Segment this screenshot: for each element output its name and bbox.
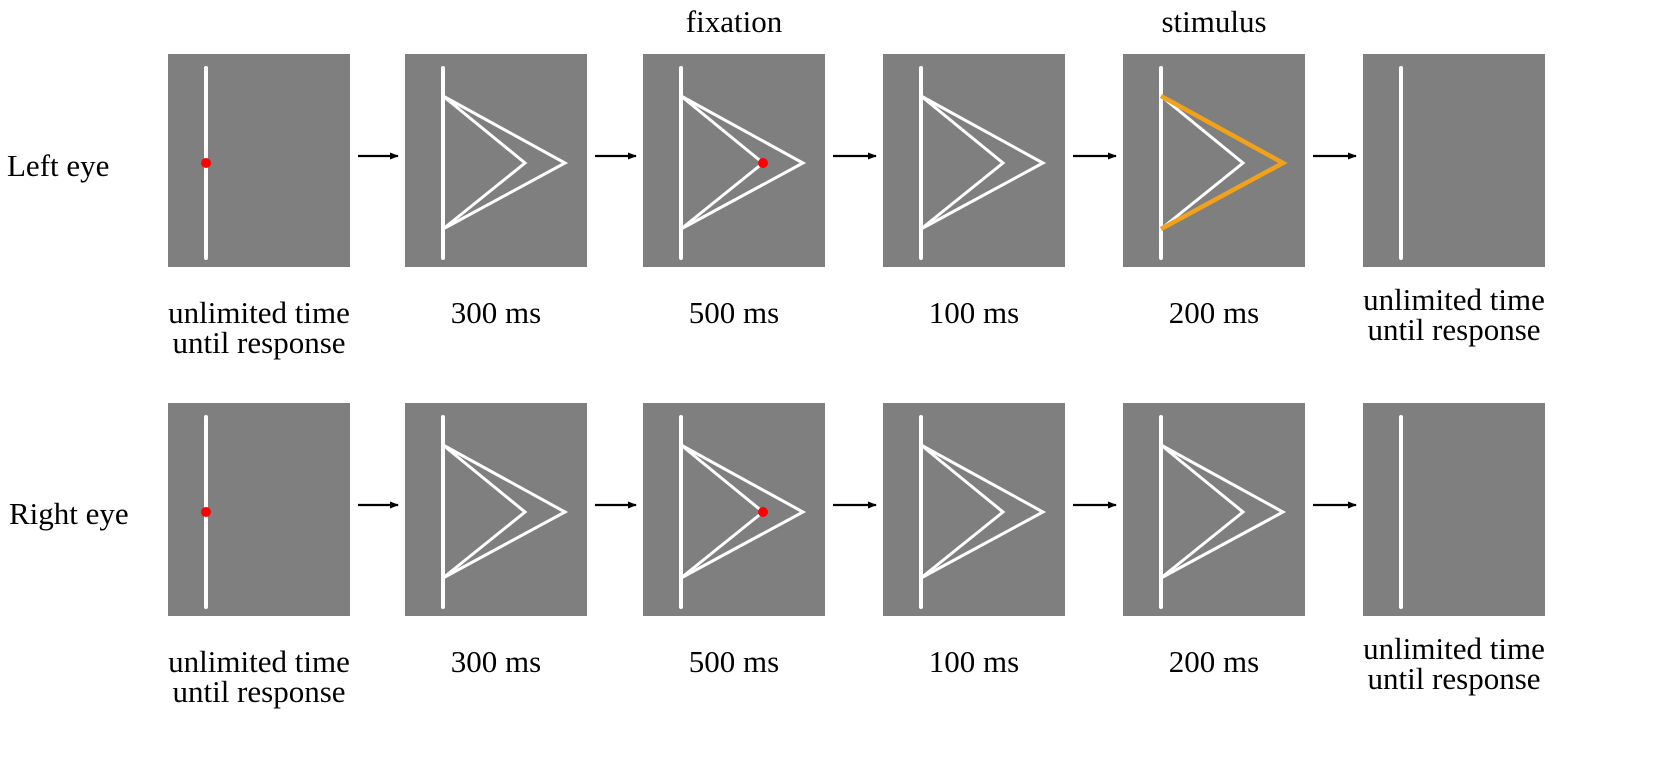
outer-chevron: [442, 443, 569, 580]
duration-line: unlimited time: [1363, 282, 1545, 317]
highlighted-outer-chevron: [1159, 94, 1288, 231]
duration-line: 200 ms: [1169, 644, 1259, 679]
row-label: Left eye: [7, 148, 109, 183]
panel-background: [643, 403, 825, 616]
stimulus-panel: [405, 403, 587, 616]
panel-background: [1123, 403, 1305, 616]
duration-label: 200 ms: [1169, 295, 1259, 330]
stimulus-panel: [643, 54, 825, 267]
fixation-dot: [758, 507, 768, 517]
panel-background: [883, 54, 1065, 267]
inner-chevron: [1160, 443, 1246, 580]
phase-label-0: fixation: [686, 4, 783, 39]
panel-background: [1363, 403, 1545, 616]
outer-chevron: [680, 94, 807, 231]
stimulus-panel: [883, 403, 1065, 616]
stimulus-panel: [1123, 403, 1305, 616]
stimulus-panel: [1363, 54, 1545, 267]
stimulus-panel: [1123, 54, 1305, 267]
duration-line: 200 ms: [1169, 295, 1259, 330]
outer-chevron: [1160, 443, 1287, 580]
row-label: Right eye: [9, 496, 129, 531]
stimulus-panel: [1363, 403, 1545, 616]
inner-chevron: [920, 94, 1006, 231]
phase-label-1: stimulus: [1161, 4, 1266, 39]
duration-line: until response: [1367, 661, 1540, 696]
duration-label: 100 ms: [929, 295, 1019, 330]
duration-label: 300 ms: [451, 644, 541, 679]
duration-label: 200 ms: [1169, 644, 1259, 679]
inner-chevron: [442, 94, 528, 231]
fixation-dot: [758, 158, 768, 168]
fixation-dot: [201, 158, 211, 168]
inner-chevron: [920, 443, 1006, 580]
stimulus-panel: [168, 403, 350, 616]
stimulus-panel: [405, 54, 587, 267]
duration-line: unlimited time: [168, 644, 350, 679]
inner-chevron: [442, 443, 528, 580]
panel-background: [168, 403, 350, 616]
panel-background: [168, 54, 350, 267]
duration-line: 300 ms: [451, 644, 541, 679]
duration-line: 500 ms: [689, 644, 779, 679]
stimulus-panel: [643, 403, 825, 616]
duration-label: 300 ms: [451, 295, 541, 330]
duration-line: until response: [172, 674, 345, 709]
inner-chevron: [1160, 94, 1246, 231]
stimulus-panel: [883, 54, 1065, 267]
panel-background: [405, 54, 587, 267]
duration-label: 500 ms: [689, 644, 779, 679]
panel-background: [1363, 54, 1545, 267]
outer-chevron: [920, 94, 1047, 231]
duration-line: 500 ms: [689, 295, 779, 330]
panel-background: [883, 403, 1065, 616]
stimulus-panel: [168, 54, 350, 267]
duration-line: until response: [1367, 312, 1540, 347]
duration-line: until response: [172, 325, 345, 360]
duration-line: 300 ms: [451, 295, 541, 330]
outer-chevron: [920, 443, 1047, 580]
duration-line: unlimited time: [1363, 631, 1545, 666]
duration-line: 100 ms: [929, 644, 1019, 679]
duration-line: unlimited time: [168, 295, 350, 330]
outer-chevron: [442, 94, 569, 231]
outer-chevron: [680, 443, 807, 580]
duration-label: 100 ms: [929, 644, 1019, 679]
duration-line: 100 ms: [929, 295, 1019, 330]
panel-background: [643, 54, 825, 267]
duration-label: 500 ms: [689, 295, 779, 330]
fixation-dot: [201, 507, 211, 517]
panel-background: [405, 403, 587, 616]
